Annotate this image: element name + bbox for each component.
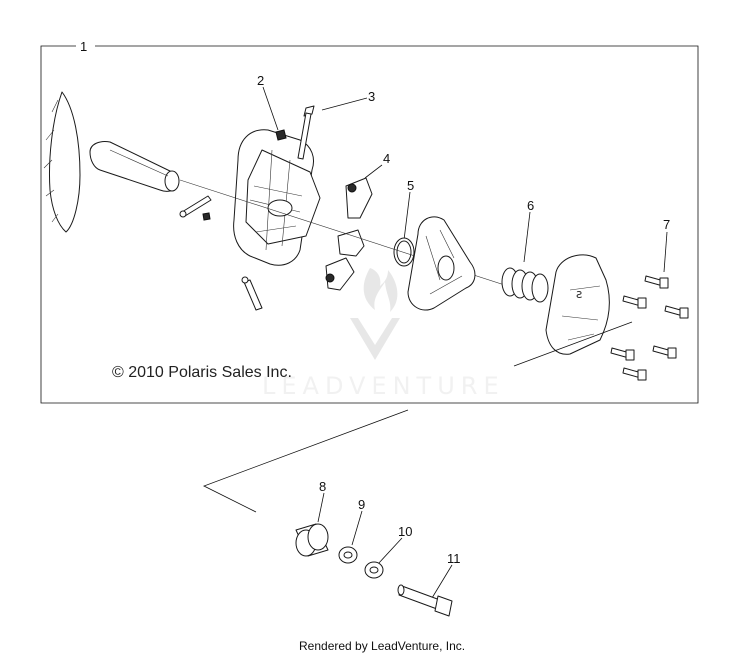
callout-7[interactable]: 7 — [663, 217, 670, 232]
callout-2[interactable]: 2 — [257, 73, 264, 88]
part-4-weights: 4 — [325, 151, 390, 291]
spider — [407, 216, 476, 311]
clutch-housing — [233, 129, 321, 266]
bolt — [652, 345, 677, 359]
callout-9[interactable]: 9 — [358, 497, 365, 512]
watermark-text: LEADVENTURE — [262, 372, 505, 400]
part-6-spring: 6 — [501, 198, 549, 303]
part-3-pin: 3 — [297, 89, 375, 160]
callout-11[interactable]: 11 — [447, 551, 461, 566]
callout-4[interactable]: 4 — [383, 151, 390, 166]
part-10-washer: 10 — [364, 524, 412, 579]
cover-plate: ƨ — [545, 254, 610, 355]
bolt — [664, 305, 689, 319]
copyright-text: © 2010 Polaris Sales Inc. — [112, 364, 292, 381]
callout-1[interactable]: 1 — [80, 39, 87, 54]
bolt — [622, 295, 647, 309]
drive-sheave — [43, 91, 180, 233]
watermark-logo: LEADVENTURE — [262, 268, 505, 400]
callout-10[interactable]: 10 — [398, 524, 412, 539]
bolt — [610, 347, 635, 361]
pin-bottom — [241, 276, 263, 311]
part-11-bolt: 11 — [397, 551, 461, 617]
part-2-nut: 2 — [257, 73, 287, 141]
part-5-o-ring: 5 — [393, 178, 415, 267]
callout-6[interactable]: 6 — [527, 198, 534, 213]
assembly-frame: 1 — [40, 39, 699, 404]
group-leader — [202, 321, 633, 513]
callout-5[interactable]: 5 — [407, 178, 414, 193]
part-7-bolts: 7 — [610, 217, 689, 381]
part-8-bushing: 8 — [295, 479, 329, 557]
bolt — [644, 275, 669, 289]
bolt — [622, 367, 647, 381]
cover-mark: ƨ — [576, 287, 582, 301]
part-9-washer: 9 — [338, 497, 365, 564]
footer-text: Rendered by LeadVenture, Inc. — [299, 639, 465, 653]
pin-left — [179, 195, 212, 221]
callout-8[interactable]: 8 — [319, 479, 326, 494]
callout-3[interactable]: 3 — [368, 89, 375, 104]
